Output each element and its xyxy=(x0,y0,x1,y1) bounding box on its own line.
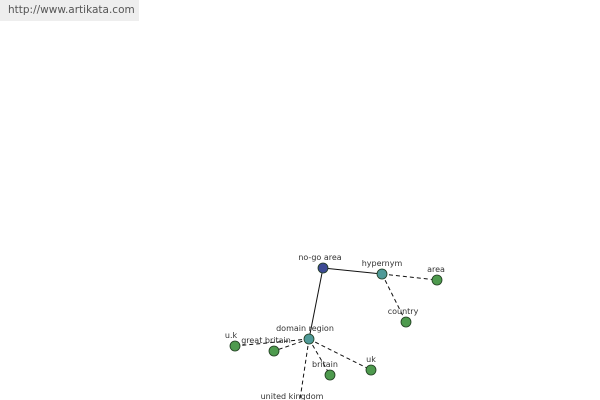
node-label-great-britain: great britain xyxy=(241,336,291,345)
node-label-domain-region: domain region xyxy=(276,324,334,333)
node-circle-britain[interactable] xyxy=(324,369,336,381)
node-circle-no-go-area[interactable] xyxy=(317,262,329,274)
edge-hypernym-to-country xyxy=(381,273,407,323)
node-u-k[interactable]: u.k xyxy=(225,331,241,352)
edge-domain-region-to-britain xyxy=(308,338,331,376)
edge-no-go-area-to-domain-region xyxy=(308,267,324,340)
node-domain-region[interactable]: domain region xyxy=(276,324,334,345)
node-area[interactable]: area xyxy=(427,265,445,286)
node-uk[interactable]: uk xyxy=(365,355,377,376)
edge-no-go-area-to-hypernym xyxy=(322,267,383,275)
node-label-united-kingdom: united kingdom xyxy=(261,392,324,400)
node-label-no-go-area: no-go area xyxy=(298,253,341,262)
node-united-kingdom[interactable]: united kingdom xyxy=(261,392,324,400)
node-label-area: area xyxy=(427,265,445,274)
graph-nodes: no-go area hypernym domain region area count… xyxy=(225,253,445,400)
edge-domain-region-to-great-britain xyxy=(273,338,310,352)
node-circle-uk[interactable] xyxy=(365,364,377,376)
node-country[interactable]: country xyxy=(388,307,419,328)
edge-domain-region-to-united-kingdom xyxy=(299,338,310,400)
node-hypernym[interactable]: hypernym xyxy=(362,259,403,280)
edge-hypernym-to-area xyxy=(381,273,438,281)
node-circle-country[interactable] xyxy=(400,316,412,328)
node-circle-area[interactable] xyxy=(431,274,443,286)
node-circle-hypernym[interactable] xyxy=(376,268,388,280)
node-label-hypernym: hypernym xyxy=(362,259,403,268)
node-circle-domain-region[interactable] xyxy=(303,333,315,345)
node-britain[interactable]: britain xyxy=(312,360,338,381)
node-label-country: country xyxy=(388,307,419,316)
node-great-britain[interactable]: great britain xyxy=(241,336,291,357)
node-no-go-area[interactable]: no-go area xyxy=(298,253,342,274)
node-circle-u-k[interactable] xyxy=(229,340,241,352)
node-label-u-k: u.k xyxy=(225,331,238,340)
node-label-britain: britain xyxy=(312,360,338,369)
edge-domain-region-to-uk xyxy=(308,338,372,371)
node-label-uk: uk xyxy=(366,355,376,364)
site-url-link[interactable]: http://www.artikata.com xyxy=(0,0,139,21)
edge-domain-region-to-u-k xyxy=(234,338,310,347)
node-circle-great-britain[interactable] xyxy=(268,345,280,357)
graph-edges xyxy=(234,267,438,400)
